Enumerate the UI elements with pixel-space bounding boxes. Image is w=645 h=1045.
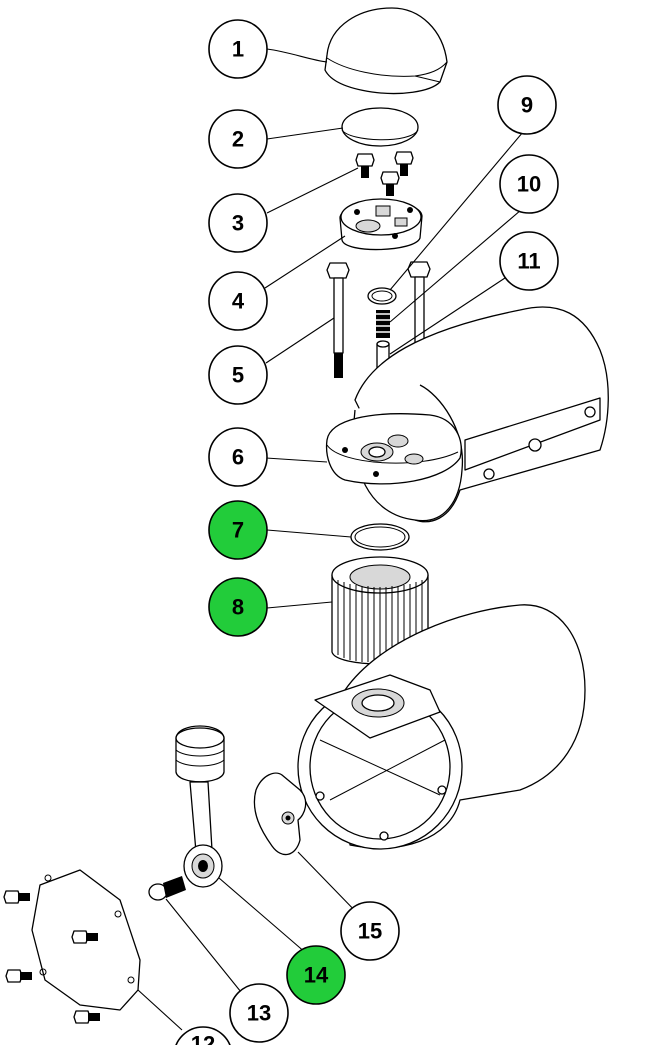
part-gasket-disc [341,107,419,147]
callout-13-label: 13 [247,1001,271,1026]
callout-2: 2 [208,109,268,169]
callout-3-bubble [208,193,268,253]
callout-2-bubble [208,109,268,169]
callout-5-label: 5 [232,363,244,388]
callout-8-bubble [208,577,268,637]
part-counterweight [253,772,307,856]
callout-4-bubble [208,271,268,331]
callout-11: 11 [499,231,559,291]
part-cylinder-head-housing [325,306,609,523]
callout-3-label: 3 [232,211,244,236]
callout-7-bubble [208,500,268,560]
callout-15-bubble [340,901,400,961]
callout-13: 13 [229,983,289,1043]
callout-8: 8 [208,577,268,637]
callout-14-label: 14 [304,963,329,988]
callout-7: 7 [208,500,268,560]
callout-1-label: 1 [232,37,244,62]
callout-1: 1 [208,19,268,79]
part-small-o-ring [367,287,397,305]
callout-4-label: 4 [232,289,245,314]
callout-10-bubble [499,154,559,214]
callout-7-label: 7 [232,518,244,543]
part-crankcase [297,604,586,850]
callout-6-label: 6 [232,445,244,470]
part-spring [376,310,390,338]
callout-13-bubble [229,983,289,1043]
callout-1-bubble [208,19,268,79]
part-cover-screws [355,151,414,196]
callout-10: 10 [499,154,559,214]
callout-15-label: 15 [358,919,382,944]
callout-6: 6 [208,427,268,487]
callout-5: 5 [208,345,268,405]
part-finned-cylinder [331,556,429,665]
part-crank-bolt [148,876,186,901]
callout-4: 4 [208,271,268,331]
callout-2-label: 2 [232,127,244,152]
callout-9: 9 [497,75,557,135]
callout-15: 15 [340,901,400,961]
callout-12: 12 [175,1026,231,1045]
part-side-cover [3,869,141,1024]
callout-11-bubble [499,231,559,291]
callout-12-bubble [175,1026,231,1045]
callout-9-label: 9 [521,93,533,118]
callout-5-bubble [208,345,268,405]
part-cylinder-o-ring [350,523,410,551]
callout-3: 3 [208,193,268,253]
callout-10-label: 10 [517,172,541,197]
callout-8-label: 8 [232,595,244,620]
callout-14: 14 [286,945,346,1005]
callout-14-bubble [286,945,346,1005]
part-piston-rod [175,725,225,888]
callout-9-bubble [497,75,557,135]
callout-12-label: 12 [191,1032,215,1045]
callout-11-label: 11 [517,249,540,274]
callout-6-bubble [208,427,268,487]
part-valve-plate [339,198,423,251]
part-cover-cap [324,7,448,95]
